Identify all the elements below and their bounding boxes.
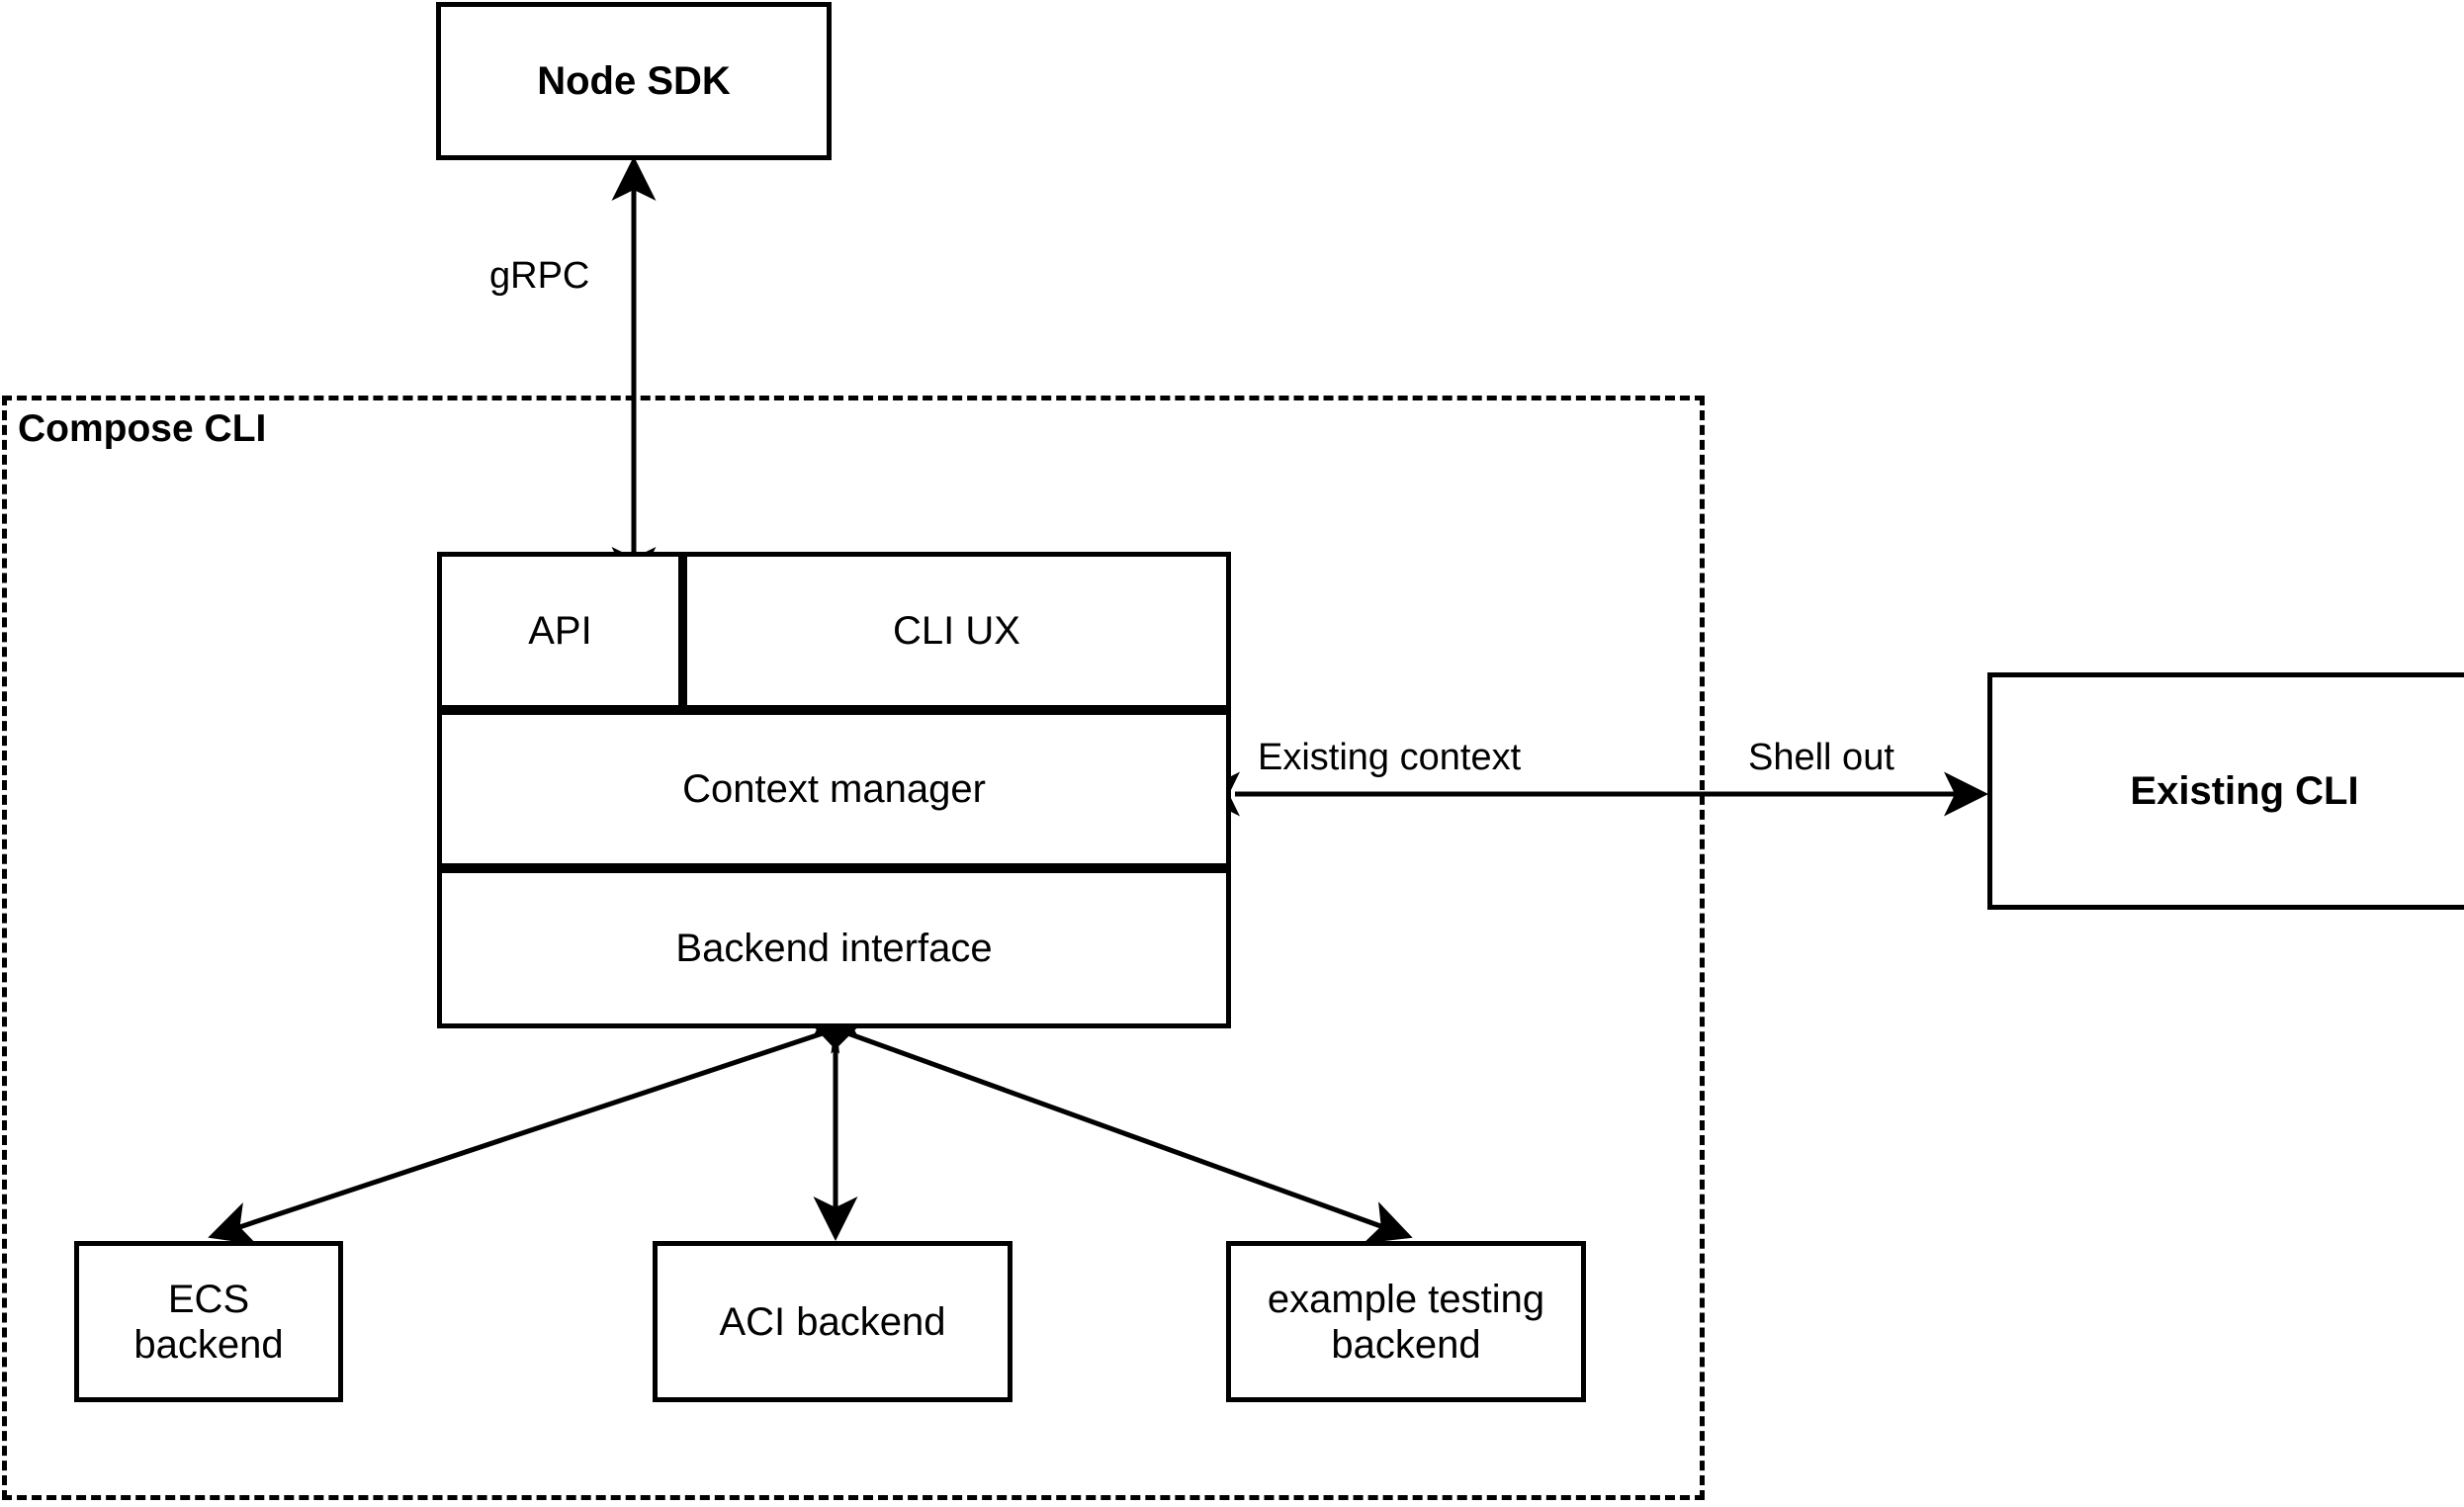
cli-ux-box[interactable]: CLI UX xyxy=(682,552,1231,710)
existing-cli-label: Existing CLI xyxy=(2130,769,2359,813)
context-manager-box[interactable]: Context manager xyxy=(437,710,1231,868)
aci-backend-box[interactable]: ACI backend xyxy=(653,1241,1012,1402)
example-testing-backend-box[interactable]: example testing backend xyxy=(1226,1241,1586,1402)
ecs-backend-label: ECS backend xyxy=(133,1277,284,1367)
backend-interface-label: Backend interface xyxy=(675,926,993,970)
example-testing-backend-line2: backend xyxy=(1331,1322,1481,1367)
example-testing-backend-label: example testing backend xyxy=(1258,1277,1554,1368)
api-box[interactable]: API xyxy=(437,552,683,710)
existing-cli-box[interactable]: Existing CLI xyxy=(1987,672,2464,910)
example-testing-backend-line1: example testing xyxy=(1267,1277,1545,1321)
compose-cli-boundary xyxy=(2,396,1705,1500)
backend-interface-box[interactable]: Backend interface xyxy=(437,868,1231,1028)
node-sdk-label: Node SDK xyxy=(537,59,731,103)
existing-context-edge-label: Existing context xyxy=(1258,737,1522,778)
api-label: API xyxy=(528,608,592,653)
context-manager-label: Context manager xyxy=(682,766,986,811)
node-sdk-box[interactable]: Node SDK xyxy=(436,2,832,160)
ecs-backend-box[interactable]: ECS backend xyxy=(74,1241,343,1402)
grpc-edge-label: gRPC xyxy=(489,255,590,297)
compose-cli-label: Compose CLI xyxy=(18,407,267,450)
edge-backend-ecs xyxy=(208,1012,866,1245)
edge-backend-example xyxy=(805,1012,1413,1244)
aci-backend-label: ACI backend xyxy=(719,1299,946,1344)
cli-ux-label: CLI UX xyxy=(893,608,1020,653)
shell-out-edge-label: Shell out xyxy=(1748,737,1894,778)
compose-cli-core-stack: API CLI UX Context manager Backend inter… xyxy=(437,552,1231,1028)
